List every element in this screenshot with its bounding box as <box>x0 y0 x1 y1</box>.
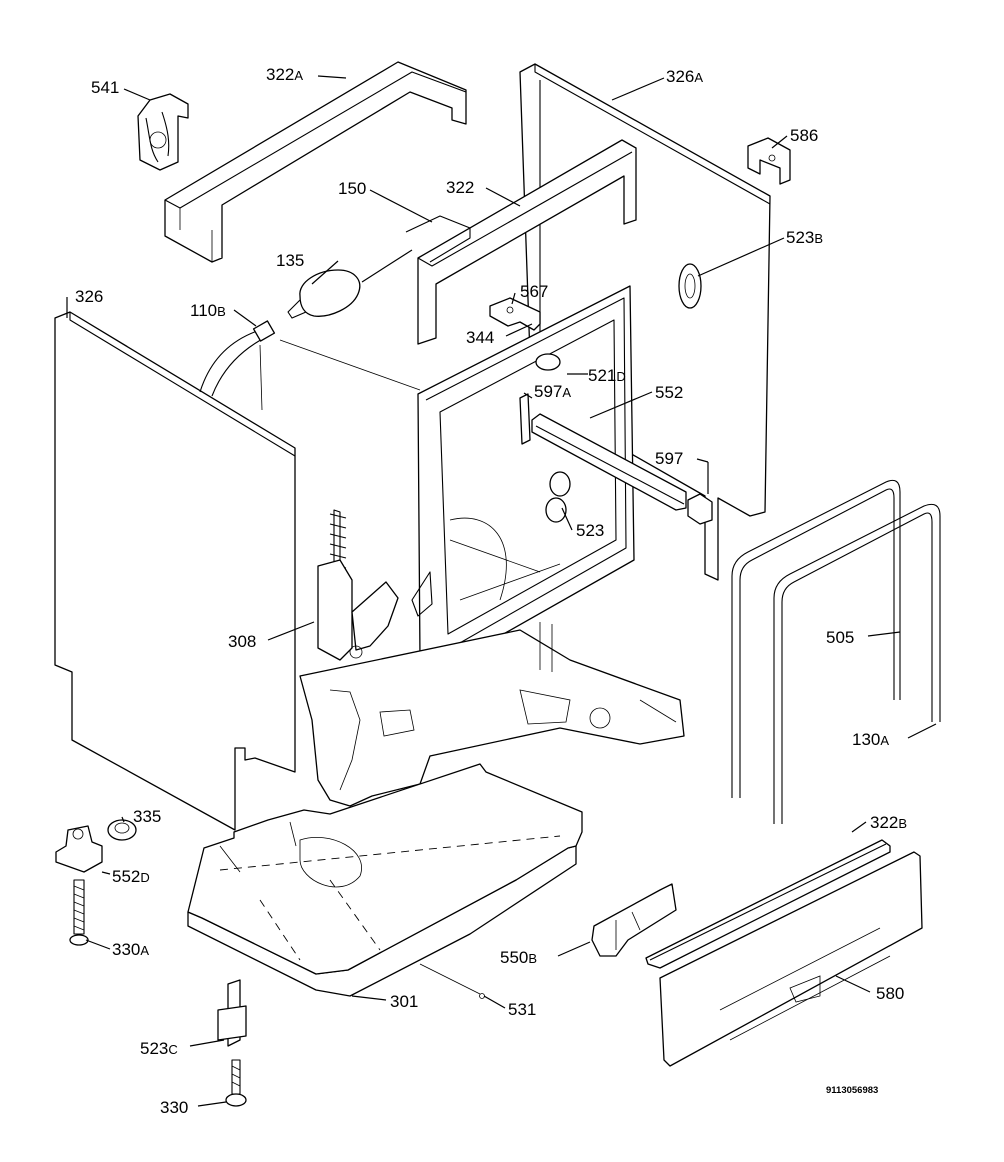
label-330a: 330A <box>112 940 149 959</box>
label-523c: 523C <box>140 1039 178 1058</box>
part-541-bracket <box>137 93 189 171</box>
label-135: 135 <box>276 251 304 270</box>
label-301: 301 <box>390 992 418 1011</box>
label-344: 344 <box>466 328 494 347</box>
part-330a-screw <box>69 879 89 946</box>
part-301-base-tray <box>187 763 583 997</box>
label-597a: 597A <box>534 382 571 401</box>
label-326a: 326A <box>666 67 703 86</box>
label-322b: 322B <box>870 813 907 832</box>
part-tub <box>259 285 635 671</box>
part-130a-gasket <box>773 503 941 824</box>
label-550b: 550B <box>500 948 537 967</box>
part-322a-top-rail <box>164 61 467 263</box>
label-552d: 552D <box>112 867 150 886</box>
label-322a: 322A <box>266 65 303 84</box>
part-597a-pin <box>519 393 531 445</box>
part-597-clip <box>687 493 713 525</box>
label-308: 308 <box>228 632 256 651</box>
part-552-rail <box>531 413 687 511</box>
label-150: 150 <box>338 179 366 198</box>
part-523c-foot <box>217 979 247 1047</box>
label-586: 586 <box>790 126 818 145</box>
label-326: 326 <box>75 287 103 306</box>
part-322b-strip <box>645 839 891 969</box>
label-580: 580 <box>876 984 904 1003</box>
part-322-top-frame <box>417 139 637 345</box>
part-335-nut <box>107 819 137 841</box>
part-580-plinth <box>659 851 923 1067</box>
callout-labels: 541 322A 326A 586 150 322 523B 135 326 5… <box>75 65 907 1117</box>
part-110b-hose <box>199 320 276 397</box>
part-567-bracket <box>489 297 541 331</box>
part-base-frame <box>299 622 685 807</box>
part-150-dispenser-housing <box>405 215 471 263</box>
label-541: 541 <box>91 78 119 97</box>
part-308-hinge <box>317 509 399 661</box>
part-550b-bracket <box>591 883 677 957</box>
label-130a: 130A <box>852 730 889 749</box>
label-567: 567 <box>520 282 548 301</box>
label-552: 552 <box>655 383 683 402</box>
part-523b-grommet <box>678 263 702 309</box>
label-597: 597 <box>655 449 683 468</box>
part-135-float <box>287 269 361 319</box>
part-523-bearings <box>545 471 571 523</box>
part-586-clip <box>747 137 791 185</box>
leader-lines <box>66 75 937 1107</box>
label-531: 531 <box>508 1000 536 1019</box>
label-505: 505 <box>826 628 854 647</box>
part-326-side-panel <box>54 311 296 831</box>
label-110b: 110B <box>190 301 226 320</box>
part-552d-valve <box>55 825 103 873</box>
label-330: 330 <box>160 1098 188 1117</box>
label-523b: 523B <box>786 228 823 247</box>
part-521d-plug <box>535 353 561 371</box>
label-521d: 521D <box>588 366 626 385</box>
label-322: 322 <box>446 178 474 197</box>
part-330-screw <box>225 1059 247 1107</box>
part-531-rod <box>419 963 485 999</box>
drawing-code: 9113056983 <box>826 1085 878 1096</box>
part-505-gasket <box>731 479 901 798</box>
label-523: 523 <box>576 521 604 540</box>
label-335: 335 <box>133 807 161 826</box>
